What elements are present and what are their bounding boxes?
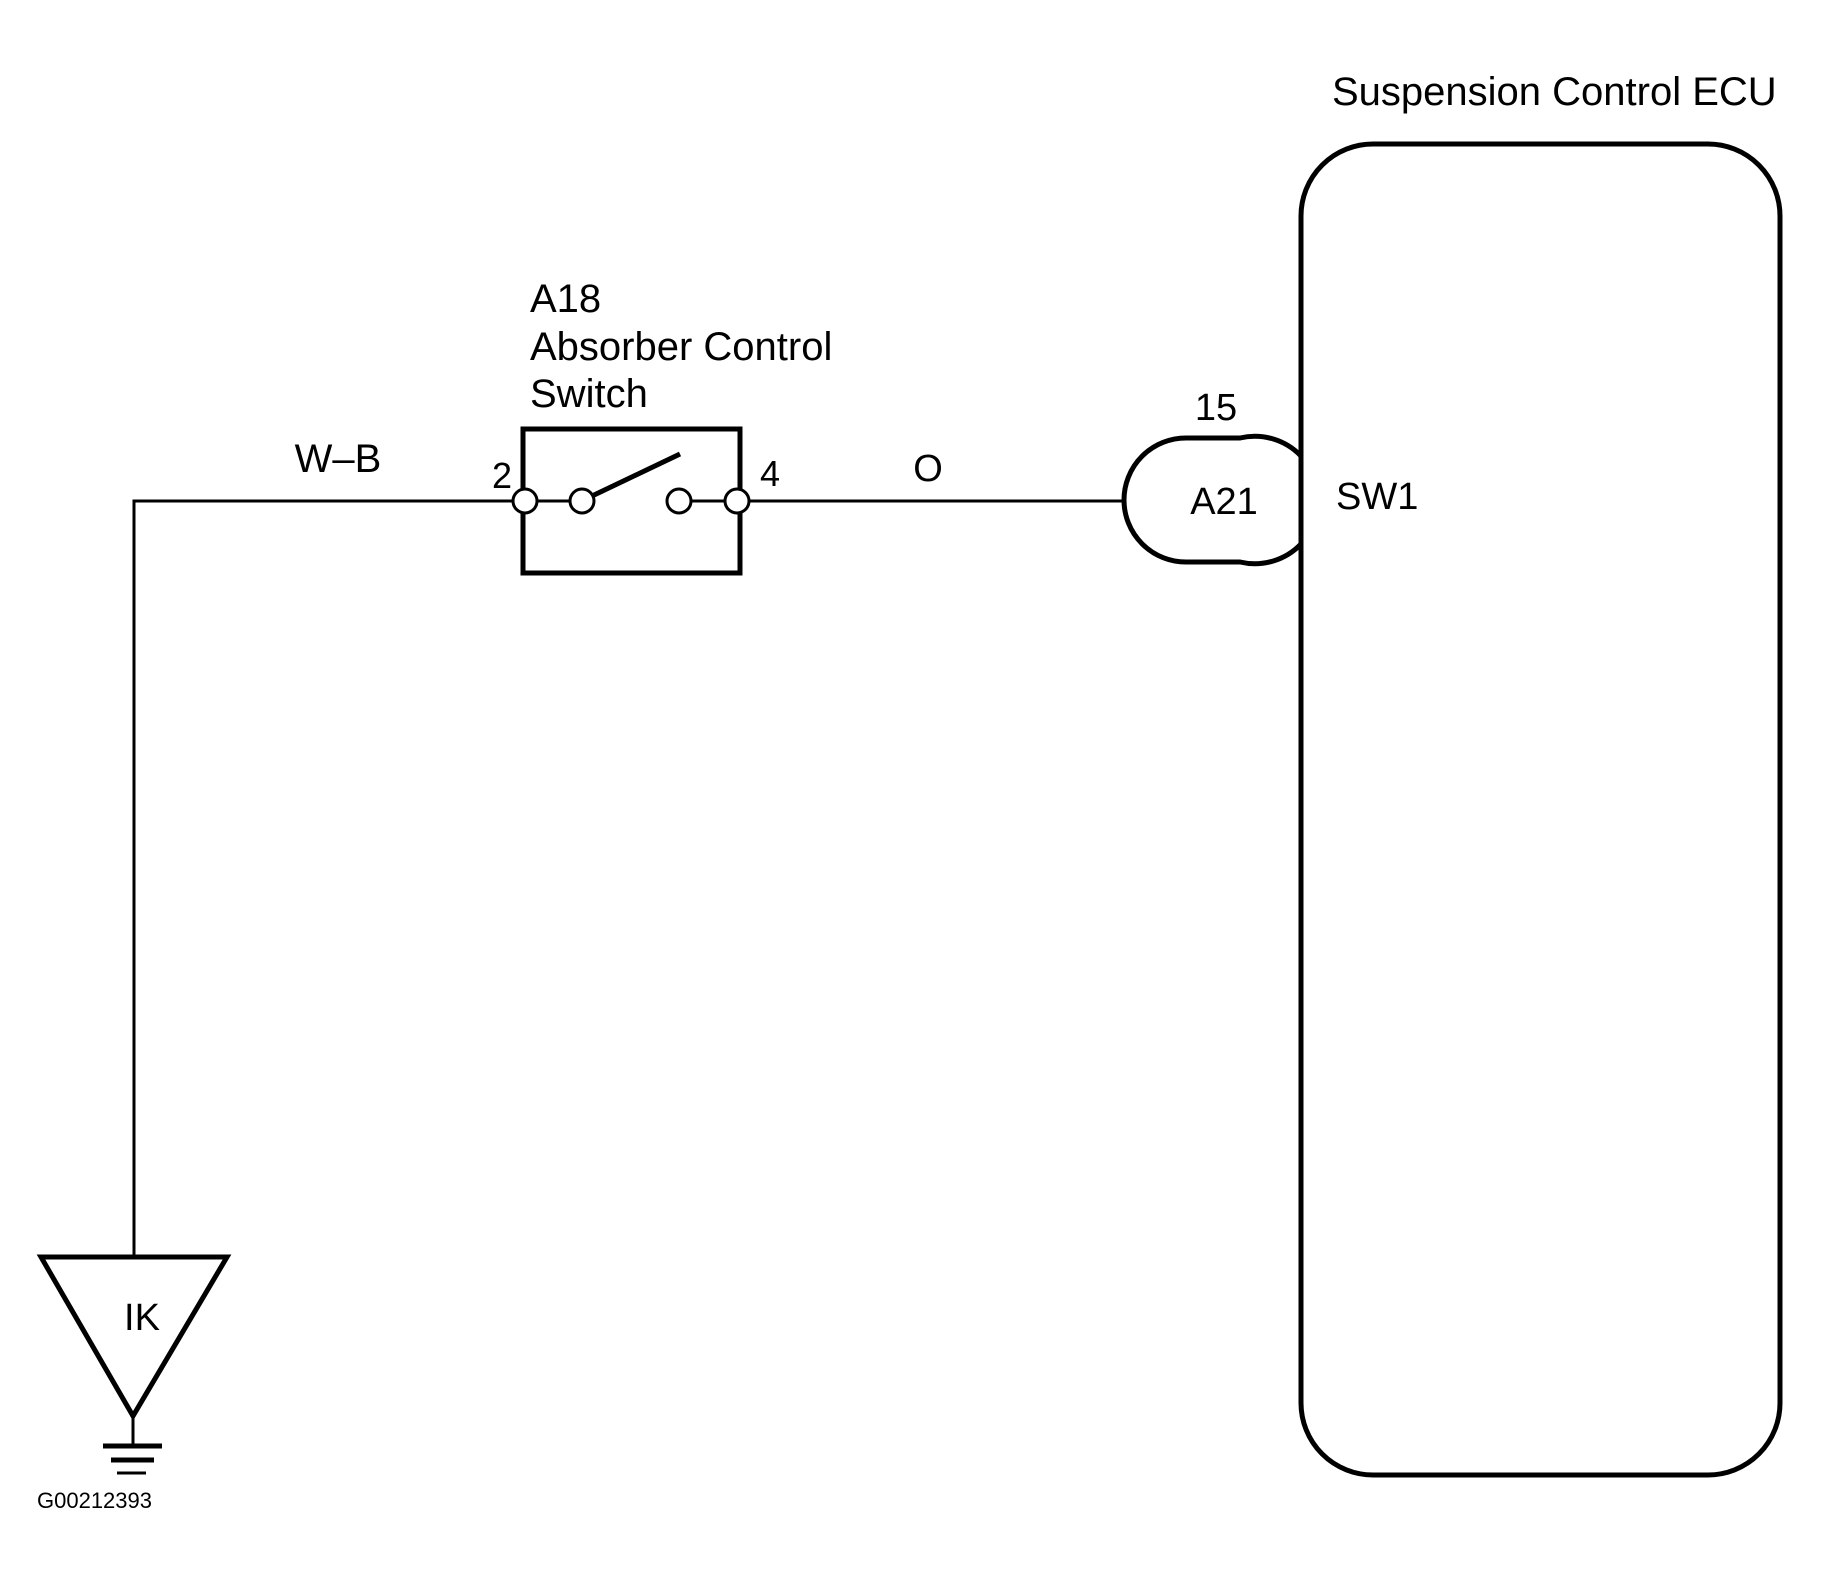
wire-o-color-label: O	[913, 448, 943, 490]
switch-contact-arm	[590, 451, 682, 499]
switch-terminal-pin-2	[511, 487, 539, 515]
ecu-title: Suspension Control ECU	[1332, 70, 1777, 114]
switch-pin-right-label: 4	[760, 453, 780, 494]
connector-id: A21	[1190, 481, 1258, 523]
ground-point-label: IK	[124, 1297, 160, 1339]
wire-w-b	[132, 499, 513, 1257]
switch-name-line2: Switch	[530, 372, 648, 416]
ground-point-ik	[36, 1254, 232, 1421]
switch-id: A18	[530, 277, 601, 321]
switch-name-line1: Absorber Control	[530, 325, 832, 369]
ecu-terminal-label: SW1	[1336, 476, 1418, 518]
connector-pin-number: 15	[1195, 387, 1237, 429]
ground-icon	[103, 1416, 162, 1475]
switch-terminal-pin-4	[723, 487, 751, 515]
switch-pin-left-label: 2	[492, 455, 512, 496]
ecu-box	[1298, 141, 1783, 1478]
figure-id: G00212393	[37, 1488, 152, 1513]
switch-contact-left	[568, 487, 596, 515]
wire-w-b-color-label: W–B	[295, 437, 382, 481]
switch-contact-right	[665, 487, 693, 515]
